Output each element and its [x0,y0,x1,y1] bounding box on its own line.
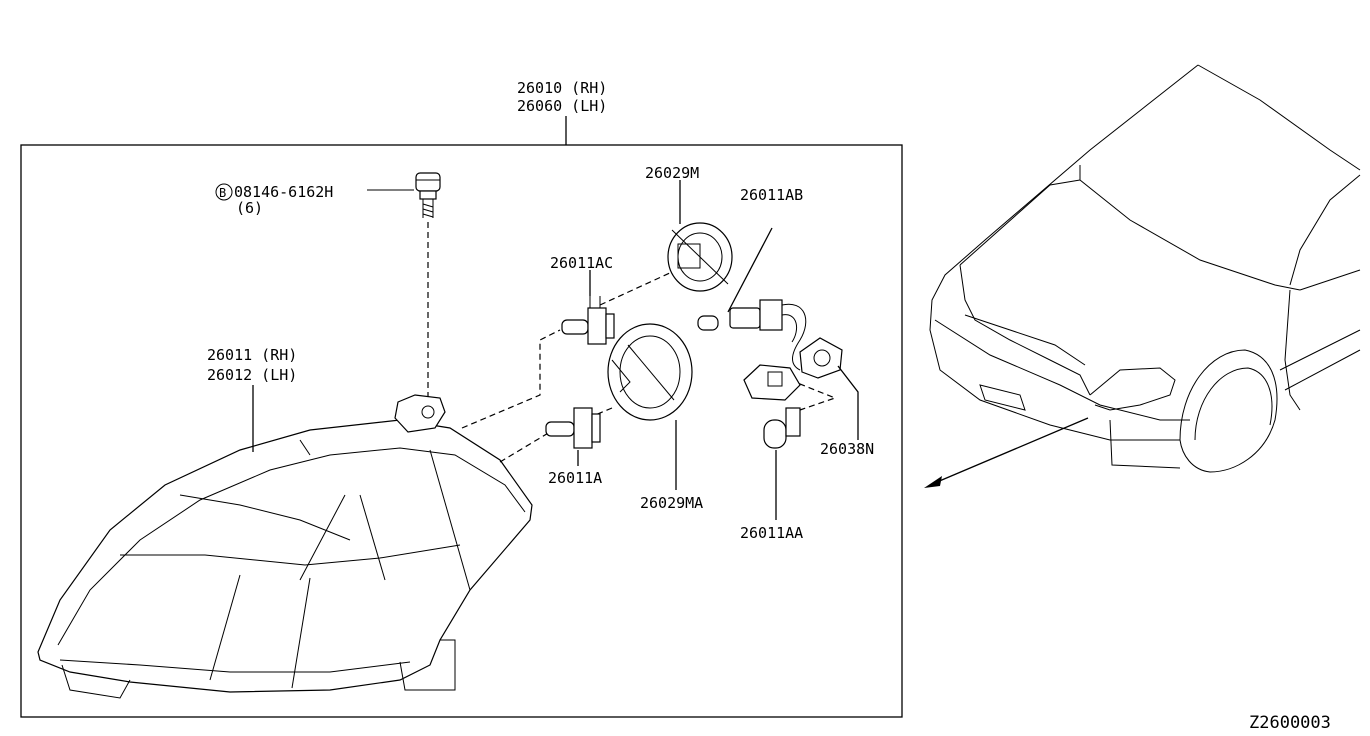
headlamp-icon [37,394,533,699]
label-26029M: 26029M [645,164,699,182]
label-26011AB: 26011AB [740,186,803,204]
dust-cap-icon [607,323,693,421]
bolt-quantity: (6) [236,199,263,217]
bolt-symbol: B [219,186,226,200]
bolt-icon [415,172,441,218]
label-26038N: 26038N [820,440,874,458]
direction-arrow [929,417,1089,486]
label-26011AC: 26011AC [550,254,613,272]
car-front-icon [929,64,1361,473]
assembly-label-rh: 26010 (RH) [517,79,607,97]
bulb-icon [697,299,783,331]
label-26011A: 26011A [548,469,602,487]
assembly-label-lh: 26060 (LH) [517,97,607,115]
bolt-symbol-circle [215,183,233,201]
bulb-icon [561,296,615,345]
socket-icon [743,303,843,401]
bulb-icon [545,407,601,449]
bulb-icon [763,407,801,449]
assembly-frame [20,144,903,718]
label-26029MA: 26029MA [640,494,703,512]
arrowhead [924,476,942,488]
dust-cap-icon [667,222,733,292]
bolt-part-number: 08146-6162H [234,183,333,201]
diagram-code: Z2600003 [1249,713,1331,733]
housing-label-lh: 26012 (LH) [207,366,297,384]
housing-label-rh: 26011 (RH) [207,346,297,364]
label-26011AA: 26011AA [740,524,803,542]
